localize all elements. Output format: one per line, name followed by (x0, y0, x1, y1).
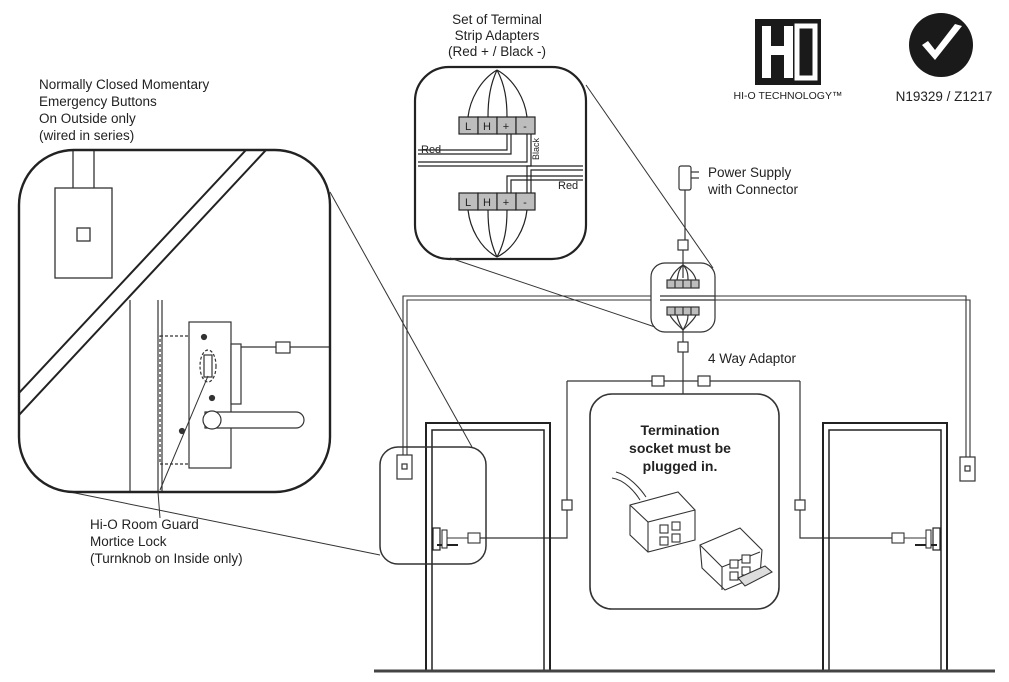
svg-text:L: L (465, 197, 471, 209)
svg-text:L: L (465, 121, 471, 133)
power-supply (677, 165, 699, 251)
termination-socket-icon (611, 471, 773, 591)
svg-text:Hi-O Room Guard: Hi-O Room Guard (90, 517, 199, 532)
svg-text:(wired in series): (wired in series) (39, 128, 134, 143)
svg-text:H: H (483, 121, 491, 133)
right-door (822, 422, 948, 672)
four-way-adaptor (480, 352, 892, 539)
svg-text:(Turnknob on Inside only): (Turnknob on Inside only) (90, 551, 243, 566)
emergency-button-wires (402, 295, 971, 457)
cert-code: N19329 / Z1217 (896, 89, 993, 104)
wire-black: Black (531, 137, 541, 160)
wire-red-top: Red (421, 144, 441, 156)
emergency-buttons-label: Normally Closed Momentary Emergency Butt… (39, 77, 210, 143)
left-lock-zoom-bubble (379, 446, 487, 565)
svg-text:Mortice Lock: Mortice Lock (90, 534, 167, 549)
lock-label: Hi-O Room Guard Mortice Lock (Turnknob o… (90, 517, 243, 566)
svg-text:with Connector: with Connector (707, 182, 799, 197)
terminal-adapters-bubble: L H + - L H + - Red Red Black (413, 65, 588, 261)
hi-o-logo (755, 19, 821, 85)
terminal-adapters-label: Set of Terminal Strip Adapters (Red + / … (448, 12, 546, 59)
power-supply-label: Power Supply with Connector (707, 165, 799, 197)
svg-text:Emergency Buttons: Emergency Buttons (39, 94, 157, 109)
leader-lines (69, 84, 714, 556)
svg-text:Set of Terminal: Set of Terminal (452, 12, 542, 27)
junction-box (650, 250, 716, 353)
svg-text:+: + (503, 197, 509, 209)
svg-text:H: H (483, 197, 491, 209)
svg-text:plugged in.: plugged in. (643, 458, 718, 474)
wire-red-bottom: Red (558, 180, 578, 192)
svg-text:-: - (523, 121, 527, 133)
c-tick-icon (909, 13, 973, 77)
logo-text: HI-O TECHNOLOGY™ (734, 90, 843, 102)
svg-text:Strip Adapters: Strip Adapters (455, 28, 540, 43)
emergency-button-left (396, 454, 413, 480)
lock-zoom-bubble (17, 148, 332, 494)
emergency-button-right (959, 456, 976, 482)
svg-text:Termination: Termination (640, 422, 719, 438)
svg-text:-: - (523, 197, 527, 209)
svg-text:On Outside only: On Outside only (39, 111, 136, 126)
svg-text:(Red + / Black -): (Red + / Black -) (448, 44, 546, 59)
svg-text:socket must be: socket must be (629, 440, 731, 456)
svg-text:Power Supply: Power Supply (708, 165, 792, 180)
four-way-label: 4 Way Adaptor (708, 351, 797, 366)
left-door (425, 422, 551, 672)
lock-leader (157, 491, 161, 519)
door-lock-connectors (447, 532, 926, 544)
svg-text:+: + (503, 121, 509, 133)
svg-text:Normally Closed Momentary: Normally Closed Momentary (39, 77, 210, 92)
